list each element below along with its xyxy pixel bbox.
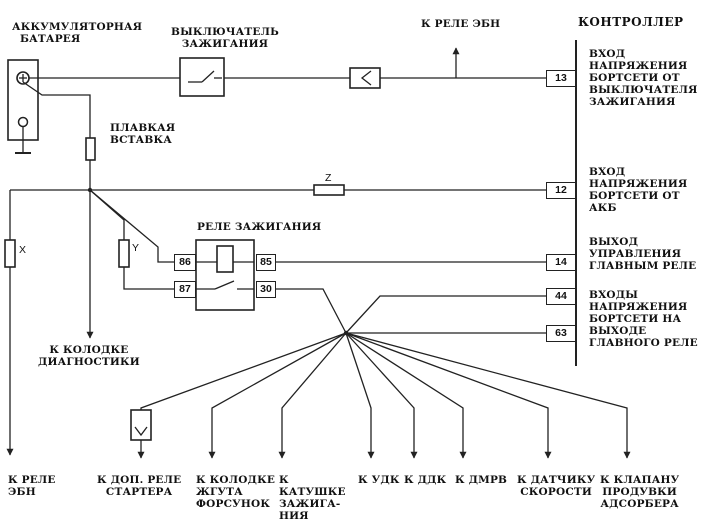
ddk-label: К ДДК	[404, 474, 447, 486]
fuse-x-symbol	[4, 239, 16, 268]
ddk-arrow	[345, 332, 418, 459]
relay-pin-87: 87	[174, 281, 196, 298]
battery-minus-terminal	[17, 116, 29, 128]
fuse-y-mark: Y	[132, 242, 140, 254]
starter-relay-label: К ДОП. РЕЛЕ СТАРТЕРА	[97, 474, 182, 498]
fuse-link-label: ПЛАВКАЯ ВСТАВКА	[110, 122, 176, 146]
relay-pin-86: 86	[174, 254, 196, 271]
ignition-relay-label: РЕЛЕ ЗАЖИГАНИЯ	[197, 221, 322, 233]
purge-valve-arrow	[345, 332, 631, 459]
ignition-coil-label: К КАТУШКЕ ЗАЖИГА- НИЯ	[279, 474, 346, 522]
speed-sensor-label: К ДАТЧИКУ СКОРОСТИ	[517, 474, 596, 498]
fuse-x-mark: X	[19, 244, 27, 256]
ebn-relay-bottom-label: К РЕЛЕ ЭБН	[8, 474, 56, 498]
diagnostics-label: К КОЛОДКЕ ДИАГНОСТИКИ	[38, 344, 140, 368]
fuse-link-symbol	[85, 137, 96, 161]
ebn-relay-top-label: К РЕЛЕ ЭБН	[421, 18, 501, 30]
pin-14-description: ВЫХОД УПРАВЛЕНИЯ ГЛАВНЫМ РЕЛЕ	[589, 236, 697, 272]
pin-12-description: ВХОД НАПРЯЖЕНИЯ БОРТСЕТИ ОТ АКБ	[589, 166, 688, 214]
fuse-z-symbol	[313, 184, 345, 196]
purge-valve-label: К КЛАПАНУ ПРОДУВКИ АДСОРБЕРА	[600, 474, 680, 510]
relay-pin-30: 30	[256, 281, 276, 298]
controller-pin-12: 12	[546, 182, 576, 199]
ignition-switch-symbol	[179, 57, 225, 97]
battery-label: АККУМУЛЯТОРНАЯ БАТАРЕЯ	[12, 21, 143, 45]
udk-arrow	[345, 332, 375, 459]
pin-13-description: ВХОД НАПРЯЖЕНИЯ БОРТСЕТИ ОТ ВЫКЛЮЧАТЕЛЯ …	[589, 48, 698, 108]
pin-44-63-description: ВХОДЫ НАПРЯЖЕНИЯ БОРТСЕТИ НА ВЫХОДЕ ГЛАВ…	[589, 289, 698, 349]
ignition-switch-label: ВЫКЛЮЧАТЕЛЬ ЗАЖИГАНИЯ	[171, 26, 279, 50]
ignition-coil-arrow	[278, 332, 347, 459]
connector-symbol	[349, 67, 381, 89]
injector-harness-arrow	[208, 332, 347, 459]
controller-pin-14: 14	[546, 254, 576, 271]
controller-pin-63: 63	[546, 325, 576, 342]
udk-label: К УДК	[358, 474, 400, 486]
fuse-y-symbol	[118, 239, 130, 268]
relay-pin-85: 85	[256, 254, 276, 271]
fuse-z-mark: Z	[325, 172, 332, 184]
controller-pin-44: 44	[546, 288, 576, 305]
injector-harness-label: К КОЛОДКЕ ЖГУТА ФОРСУНОК	[196, 474, 276, 510]
controller-pin-13: 13	[546, 70, 576, 87]
dmrv-arrow	[345, 332, 467, 459]
dmrv-label: К ДМРВ	[455, 474, 508, 486]
controller-title: КОНТРОЛЛЕР	[578, 15, 684, 29]
speed-sensor-arrow	[345, 332, 552, 459]
relay-coil	[216, 245, 234, 273]
